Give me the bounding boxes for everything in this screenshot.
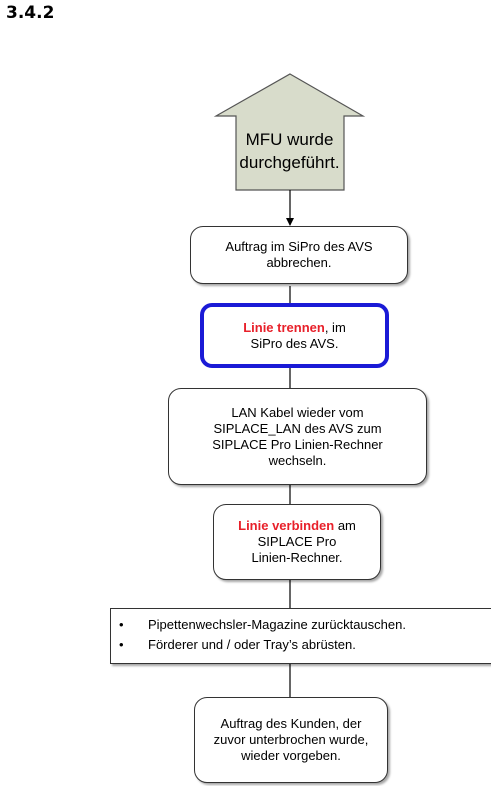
step6-line-1: Auftrag des Kunden, der: [220, 716, 362, 731]
section-number: 3.4.2: [6, 3, 55, 23]
step2-rest: , im: [324, 319, 346, 335]
step-cancel-order: Auftrag im SiPro des AVS abbrechen.: [190, 226, 408, 284]
step4-highlight: Linie verbinden: [238, 518, 335, 533]
step3-line-3: SIPLACE Pro Linien-Rechner: [212, 436, 383, 452]
step3-line-1: LAN Kabel wieder vom: [231, 404, 364, 420]
start-line-1: MFU wurde: [245, 130, 334, 149]
start-node-text: MFU wurde durchgeführt.: [207, 128, 372, 174]
step4-rest: am: [334, 518, 356, 533]
step4-line-2: SIPLACE Pro: [257, 534, 337, 549]
list-item-text-2: Förderer und / oder Tray’s abrüsten.: [148, 637, 356, 652]
bullet-1: •: [119, 617, 124, 632]
step2-line-2: SiPro des AVS.: [250, 335, 339, 351]
step-disconnect-line: Linie trennen, im SiPro des AVS.: [200, 303, 389, 368]
step-swap-magazines: • Pipettenwechsler-Magazine zurücktausche…: [110, 608, 491, 664]
step3-line-4: wechseln.: [268, 452, 327, 468]
step2-highlight: Linie trennen: [243, 319, 325, 335]
step6-line-3: wieder vorgeben.: [241, 748, 341, 763]
step1-line-1: Auftrag im SiPro des AVS: [225, 239, 373, 254]
step1-line-2: abbrechen.: [266, 255, 332, 270]
start-line-2: durchgeführt.: [239, 153, 340, 172]
step6-line-2: zuvor unterbrochen wurde,: [213, 732, 369, 747]
list-item: • Förderer und / oder Tray’s abrüsten.: [119, 635, 491, 655]
list-item: • Pipettenwechsler-Magazine zurücktausche…: [119, 615, 491, 635]
step3-line-2: SIPLACE_LAN des AVS zum: [213, 420, 382, 436]
step-switch-lan-cable: LAN Kabel wieder vom SIPLACE_LAN des AVS…: [168, 388, 427, 485]
list-item-text-1: Pipettenwechsler-Magazine zurücktauschen…: [148, 617, 406, 632]
step4-line-3: Linien-Rechner.: [251, 550, 343, 565]
bullet-2: •: [119, 637, 124, 652]
step-connect-line: Linie verbinden am SIPLACE Pro Linien-Re…: [213, 504, 381, 580]
step-resume-customer-order: Auftrag des Kunden, der zuvor unterbroch…: [194, 697, 388, 783]
